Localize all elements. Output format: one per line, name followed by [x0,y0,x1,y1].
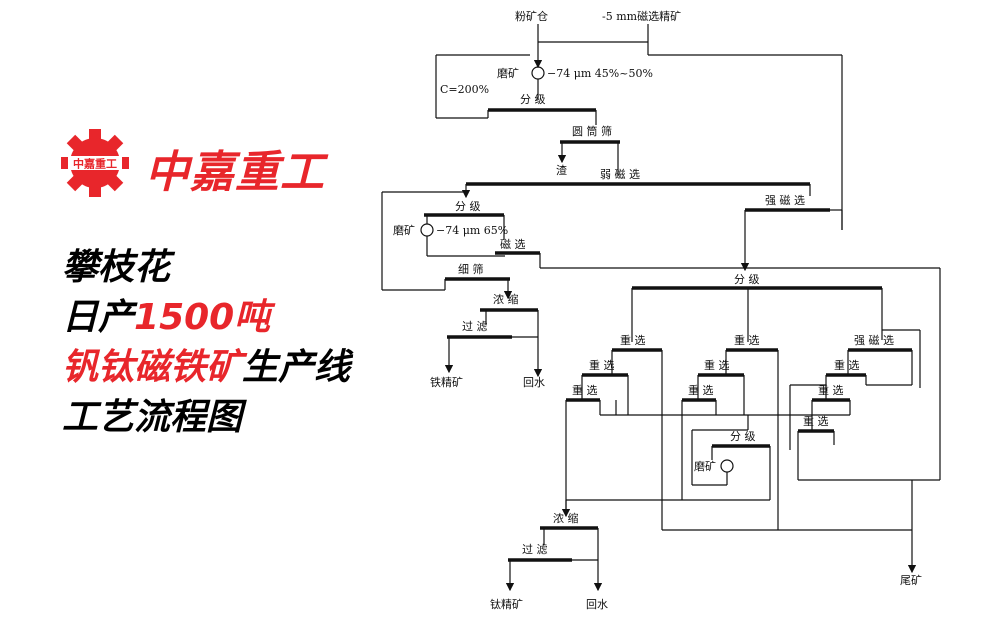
thicken-2-label: 浓 缩 [553,512,579,525]
gravity-c2-label: 重 选 [818,383,844,397]
grinding-3-label: 磨矿 [694,460,716,473]
thicken-1-label: 浓 缩 [493,293,519,306]
filter-1-label: 过 滤 [462,320,488,333]
brand-name: 中嘉重工 [145,147,325,198]
tailings-label: 尾矿 [900,574,922,587]
fine-screen-label: 细 筛 [458,262,484,276]
gravity-a2-label: 重 选 [589,358,615,372]
feed-magnetic-concentrate-label: -5 mm磁选精矿 [602,10,681,23]
gravity-c3-label: 重 选 [803,414,829,428]
classify-1-lines [487,110,597,125]
classify-3-label: 分 级 [734,273,760,286]
gravity-b2-label: 重 选 [704,358,730,372]
classify-2-label: 分 级 [455,200,481,213]
trommel-label: 圆 筒 筛 [572,124,612,138]
grinding-mill-2 [420,223,434,237]
grinding-mill-3 [720,459,734,473]
grinding-loop-3 [691,429,771,500]
grinding-loop-2 [381,191,505,291]
filter-2-label: 过 滤 [522,543,548,556]
headline-ore-type: 钒钛磁铁矿 [62,347,243,388]
gravity-b1-label: 重 选 [734,333,760,347]
headline-prefix: 日产 [62,297,135,338]
gravity-a3-label: 重 选 [572,383,598,397]
gravity-c1-label: 重 选 [834,358,860,372]
grinding-1-label: 磨矿 [497,67,519,80]
magnetic-separation-label: 磁 选 [500,238,526,251]
classify-3-lines [631,288,883,342]
feed-lines [533,24,649,69]
headline-line-3: 钒钛磁铁矿生产线 [62,338,350,390]
classify-4-label: 分 级 [730,430,756,443]
strong-mag-2-label: 强 磁 选 [854,334,894,347]
feed-ore-bin-label: 粉矿仓 [515,9,548,23]
ti-concentrate-label: 钛精矿 [490,597,523,611]
grinding-loop-1 [435,54,539,119]
weak-mag-label: 弱 磁 选 [600,168,640,181]
headline-line-4: 工艺流程图 [62,397,243,438]
circulating-load-label: C=200% [440,83,489,96]
gravity-a-lines [565,350,663,530]
grinding-mill-1 [531,66,545,80]
return-water-2-label: 回水 [586,598,608,611]
gravity-b-lines [681,350,779,530]
gravity-c-lines [789,329,921,480]
slag-label: 渣 [556,163,567,177]
headline-line-2: 日产1500吨 [62,288,270,340]
headline-line-1: 攀枝花 [62,247,171,288]
brand-logo: 中嘉重工 [61,129,129,197]
return-water-1-label: 回水 [523,376,545,389]
iron-concentrate-label: 铁精矿 [430,376,463,389]
gear-text: 中嘉重工 [73,157,117,171]
classify-1-label: 分 级 [520,93,546,106]
grinding-1-spec: −74 μm 45%~50% [547,67,653,80]
gear-icon: 中嘉重工 [61,129,129,197]
gravity-a1-label: 重 选 [620,333,646,347]
strong-mag-1-label: 强 磁 选 [765,194,805,207]
headline-line-suffix: 生产线 [242,347,351,388]
headline-capacity: 1500吨 [134,297,271,338]
grinding-2-label: 磨矿 [393,224,415,237]
grinding-2-spec: −74 μm 65% [436,224,508,237]
gravity-b3-label: 重 选 [688,383,714,397]
